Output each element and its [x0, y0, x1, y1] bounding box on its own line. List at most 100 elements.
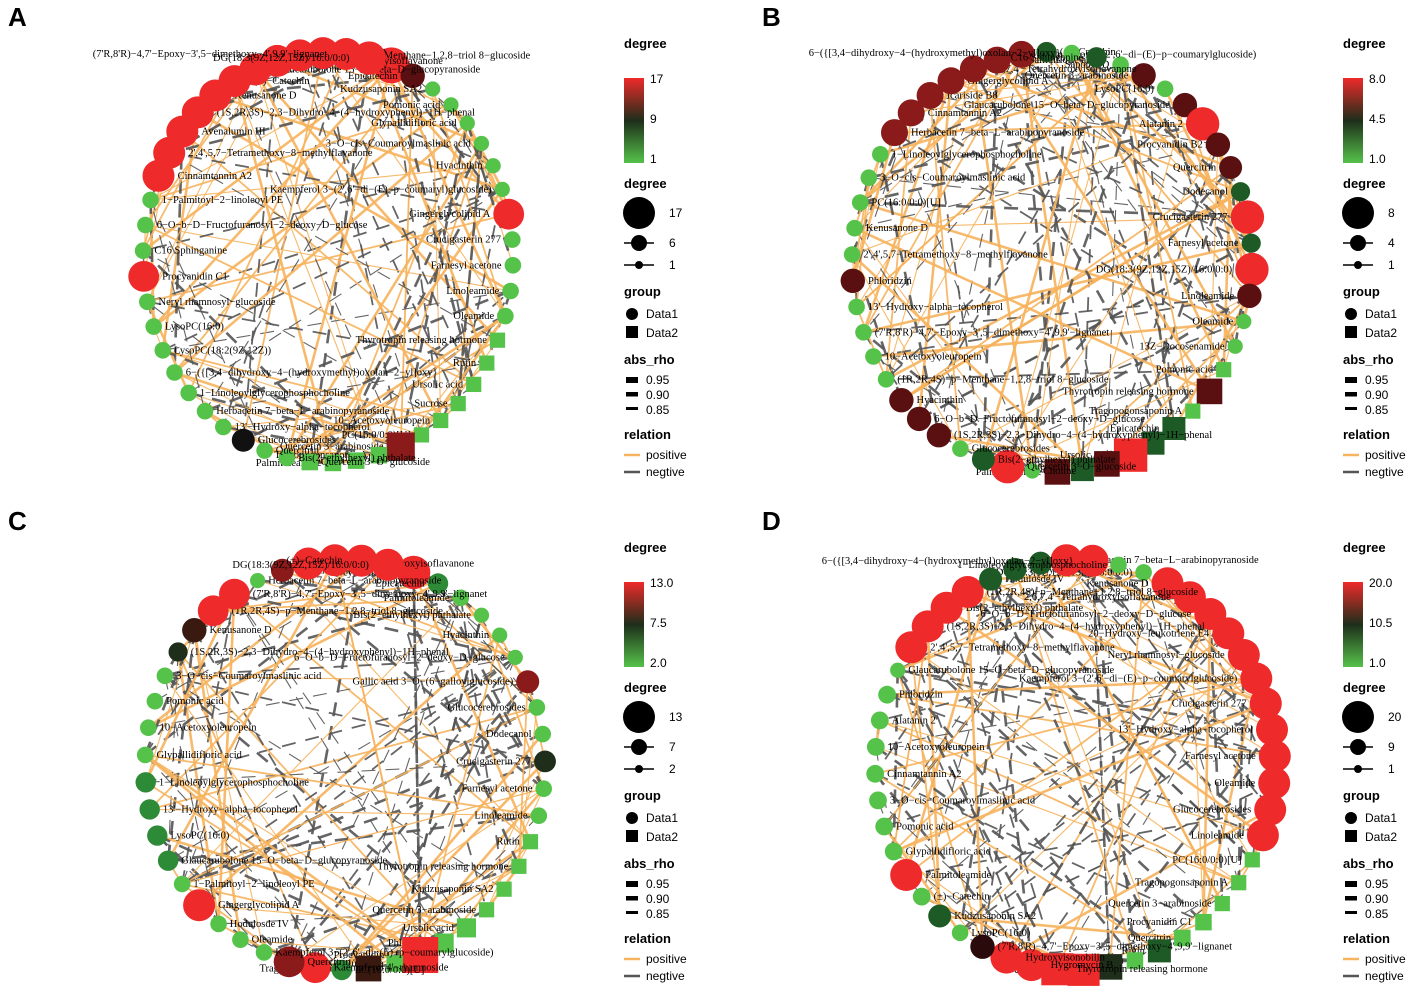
edge-negative — [299, 55, 423, 436]
edge-negative — [169, 152, 509, 216]
node-label: Rigin — [1122, 946, 1146, 957]
node-label: Linoleamide — [1191, 830, 1244, 841]
node-label: (1R,2R,4S)−p−Menthane−1,2,8−triol 8−gluc… — [897, 374, 1109, 385]
node-circle — [292, 547, 325, 580]
edge-negative — [1092, 560, 1271, 810]
node-label: Rutin — [497, 837, 521, 848]
edge-positive — [164, 675, 528, 683]
size-legend-dot — [1354, 261, 1362, 269]
group-data1: Data1 — [1365, 811, 1397, 825]
node-circle — [1135, 564, 1152, 581]
edge-negative — [874, 772, 1204, 924]
node-label: Phloridzin — [301, 456, 345, 467]
node-label: Oleamide — [1214, 778, 1255, 789]
node-label: Hydroxyisonobilin — [1026, 953, 1106, 964]
node-circle — [843, 246, 861, 263]
rho-swatch — [1345, 392, 1357, 397]
edge-negative — [939, 677, 1257, 917]
edge-positive — [972, 68, 1034, 472]
edge-negative — [982, 166, 1232, 461]
edge-positive — [897, 564, 1119, 671]
edge-negative — [1230, 167, 1252, 244]
panel-label: A — [8, 2, 27, 32]
edge-negative — [164, 656, 516, 677]
edge-positive — [1070, 52, 1249, 219]
edge-positive — [926, 626, 941, 917]
panel-label: D — [762, 506, 781, 536]
node-circle — [866, 738, 885, 756]
node-label: Cinnamtannin A2 — [928, 108, 1002, 119]
node-label: Procyanidin C1 — [162, 271, 228, 282]
node-label: 2',4',5,7−Tetramethoxy−8−methylflavanone — [930, 642, 1115, 653]
legend-title-degree: degree — [624, 540, 667, 555]
group-circle-icon — [1345, 812, 1357, 824]
node-circle — [916, 82, 944, 109]
node-circle — [493, 198, 525, 230]
relation-positive: positive — [1365, 952, 1406, 966]
node-circle — [504, 231, 521, 248]
node-label: 3−O−cis−Coumaroylmaslinic acid — [880, 173, 1026, 184]
edge-negative — [393, 614, 483, 964]
node-circle — [197, 595, 229, 627]
edge-negative — [918, 242, 1252, 420]
node-label: DG(18:3(9Z,12Z,15Z)/16:0/0:0) — [213, 53, 350, 64]
degree-tick: 10.5 — [1369, 616, 1393, 630]
node-circle — [492, 627, 508, 643]
size-legend-dot — [635, 261, 643, 269]
node-circle — [134, 242, 152, 259]
node-circle — [256, 442, 273, 459]
node-label: Bis(2−ethylhexyl) phthalate — [298, 453, 416, 464]
node-label: Gingerglycolipid A — [967, 76, 1049, 87]
edge-positive — [917, 80, 953, 420]
node-square — [1196, 378, 1223, 405]
panel-a: AProcyanidin B2EpicatechinKudzusaponin S… — [8, 2, 687, 479]
node-circle — [140, 719, 157, 736]
edge-negative — [194, 563, 389, 632]
node-square — [522, 834, 539, 850]
edge-negative — [263, 865, 520, 954]
node-circle — [1205, 132, 1231, 157]
node-label: Neryl rhamnosyl−glucoside — [159, 297, 276, 308]
node-circle — [137, 216, 154, 234]
legend: degree1791degree1761groupData1Data2abs_r… — [623, 36, 687, 479]
size-tick: 7 — [669, 740, 676, 754]
node-circle — [504, 257, 522, 274]
rho-swatch — [626, 896, 638, 901]
node-circle — [1240, 662, 1273, 695]
group-data1: Data1 — [1365, 307, 1397, 321]
node-circle — [1008, 40, 1036, 68]
degree-tick: 2.0 — [650, 656, 667, 670]
edge-negative — [146, 301, 357, 462]
edge-negative — [288, 597, 462, 963]
edge-positive — [929, 95, 962, 449]
node-label: Quercetin 3−arabinoside — [372, 905, 476, 916]
edge-positive — [945, 606, 1264, 837]
edge-negative — [1056, 654, 1245, 970]
edge-positive — [149, 564, 389, 811]
node-circle — [1246, 819, 1279, 852]
edge-positive — [145, 754, 539, 817]
node-label: Farnesyl acetone — [1168, 238, 1239, 249]
edge-positive — [144, 753, 421, 957]
edge-positive — [177, 651, 445, 944]
node-square — [1147, 939, 1171, 963]
node-label: PC(16:0/0:0)[U] — [341, 430, 410, 441]
node-label: Thyrotropin releasing hormone — [1062, 386, 1194, 397]
edge-negative — [938, 54, 1023, 436]
node-circle — [157, 850, 179, 871]
edge-negative — [168, 52, 347, 155]
node-circle — [1258, 767, 1291, 800]
edge-positive — [990, 578, 1276, 757]
legend-title-relation: relation — [1343, 931, 1390, 946]
size-tick: 2 — [669, 762, 676, 776]
size-legend-dot — [1354, 765, 1362, 773]
node-label: Glaucarubolone 15−O−beta−D−glucopyranosi… — [908, 665, 1114, 676]
node-label: DG(18:3(9Z,12Z,15Z)/16:0/0:0) — [1096, 265, 1233, 276]
edge-negative — [1006, 74, 1145, 468]
node-label: (1S,2R,3S)−2,3−Dihydro−4−(4−hydroxypheny… — [191, 647, 449, 658]
node-circle — [534, 750, 556, 773]
edge-positive — [1039, 562, 1224, 905]
node-label: Kaempferol 3−(2',6'−di−(E)−p−coumarylglu… — [275, 947, 494, 958]
node-circle — [180, 384, 197, 402]
edge-positive — [257, 580, 516, 658]
